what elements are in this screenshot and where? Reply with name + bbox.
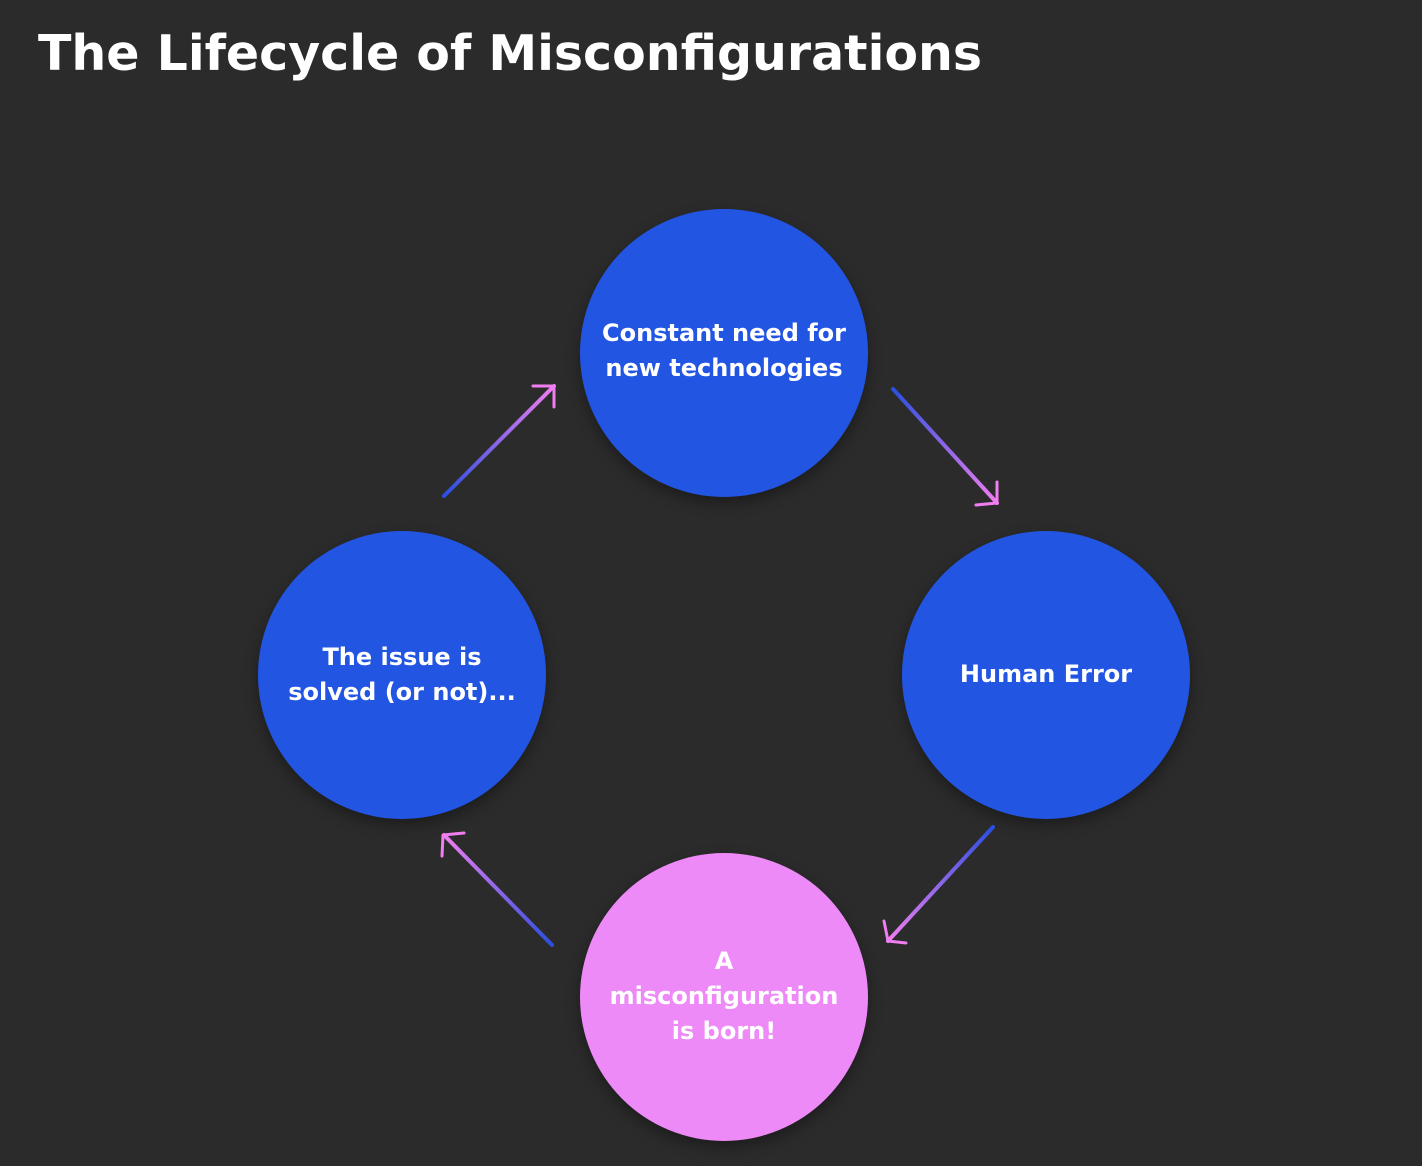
arrow-bottom-to-left <box>440 831 554 947</box>
arrow-right-to-bottom <box>882 825 995 945</box>
arrow-top-to-right <box>891 387 999 507</box>
cycle-node-human-error: Human Error <box>902 531 1190 819</box>
cycle-node-misconfiguration-born: A misconfiguration is born! <box>580 853 868 1141</box>
node-label: Constant need for new technologies <box>602 319 846 382</box>
page-title: The Lifecycle of Misconfigurations <box>38 25 983 82</box>
cycle-node-issue-solved: The issue is solved (or not)... <box>258 531 546 819</box>
node-label: A misconfiguration is born! <box>609 947 839 1045</box>
node-label: The issue is solved (or not)... <box>288 643 516 706</box>
arrow-left-to-top <box>442 384 556 498</box>
node-label: Human Error <box>959 660 1133 688</box>
cycle-node-new-technologies: Constant need for new technologies <box>580 209 868 497</box>
